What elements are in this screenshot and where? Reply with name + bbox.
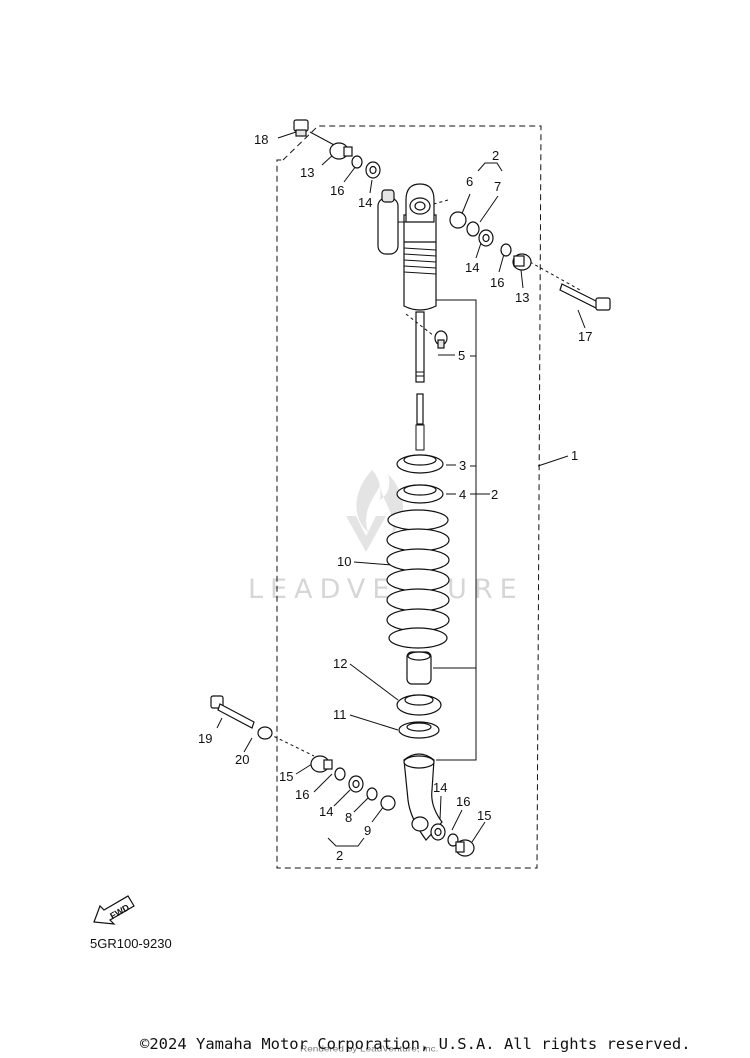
callout-15: 15 [477,808,491,823]
callout-16: 16 [295,787,309,802]
callout-20: 20 [235,752,249,767]
copyright-notice: ©2024 Yamaha Motor Corporation, U.S.A. A… [140,1035,691,1053]
callout-13: 13 [300,165,314,180]
lower-spring-seat [396,651,443,841]
callout-14: 14 [358,195,372,210]
leader-lines [216,131,586,847]
callout-16: 16 [456,794,470,809]
callout-2: 2 [492,148,499,163]
coil-spring [386,509,450,649]
callout-16: 16 [330,183,344,198]
leadventure-watermark: LEADVENTURE [248,470,524,605]
shock-absorber-body [377,183,448,451]
callout-4: 4 [459,487,466,502]
callout-8: 8 [345,810,352,825]
ring-nuts [396,454,444,504]
callout-11: 11 [333,707,347,722]
callout-labels: 18 13 16 14 2 6 7 14 16 13 17 5 1 3 4 2 … [198,132,592,863]
callout-5: 5 [458,348,465,363]
callout-19: 19 [198,731,212,746]
callout-14: 14 [319,804,333,819]
watermark-text: LEADVENTURE [248,574,524,605]
callout-3: 3 [459,458,466,473]
callout-14: 14 [465,260,479,275]
callout-6: 6 [466,174,473,189]
callout-1: 1 [571,448,578,463]
fwd-arrow-icon: FWD [93,895,135,925]
callout-13: 13 [515,290,529,305]
callout-12: 12 [333,656,347,671]
assembly-boundary [276,125,542,869]
callout-17: 17 [578,329,592,344]
top-hardware [293,119,611,311]
callout-16: 16 [490,275,504,290]
callout-14: 14 [433,780,447,795]
callout-15: 15 [279,769,293,784]
callout-2: 2 [491,487,498,502]
rendered-by-credit: Rendered by LeadVenture, Inc. [300,1044,439,1055]
callout-2: 2 [336,848,343,863]
callout-9: 9 [364,823,371,838]
callout-10: 10 [337,554,351,569]
callout-7: 7 [494,179,501,194]
callout-18: 18 [254,132,268,147]
catalog-code: 5GR100-9230 [90,936,172,951]
bottom-hardware [210,695,475,857]
